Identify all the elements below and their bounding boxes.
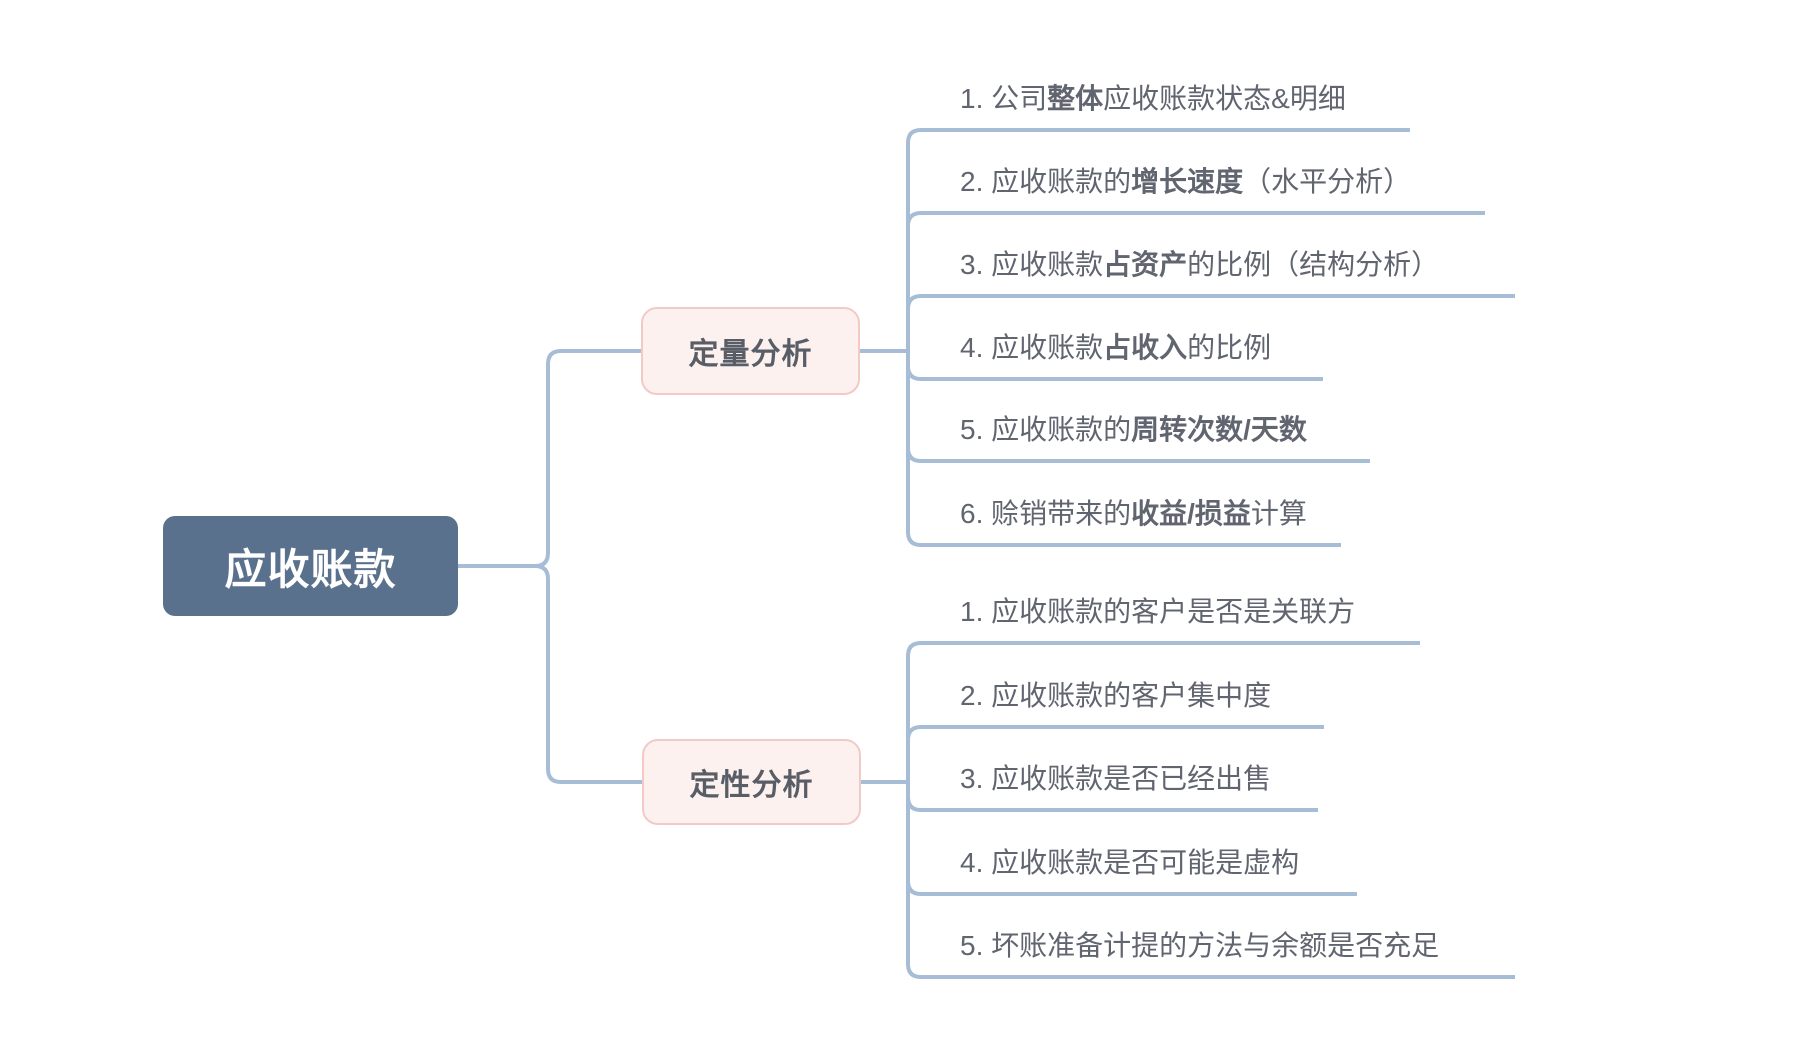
root-node-label: 应收账款 bbox=[224, 545, 397, 593]
leaf-text-bold: 增长速度 bbox=[1131, 166, 1244, 197]
leaf-underline-1-1 bbox=[906, 725, 1324, 741]
leaf-text: 的比例（结构分析） bbox=[1187, 249, 1440, 280]
leaf-text: 1. 应收账款的客户是否是关联方 bbox=[960, 596, 1356, 627]
leaf-item[interactable]: 1. 应收账款的客户是否是关联方 bbox=[960, 593, 1355, 631]
leaf-text: 5. 坏账准备计提的方法与余额是否充足 bbox=[960, 930, 1440, 961]
leaf-text: 计算 bbox=[1250, 498, 1307, 529]
leaf-underline-1-2 bbox=[906, 796, 1318, 812]
leaf-text: （水平分析） bbox=[1243, 166, 1412, 197]
leaf-underline-0-4 bbox=[906, 447, 1370, 463]
leaf-text-bold: 收益/损益 bbox=[1131, 498, 1251, 529]
leaf-item[interactable]: 2. 应收账款的客户集中度 bbox=[960, 677, 1271, 715]
leaf-text: 3. 应收账款 bbox=[960, 249, 1104, 280]
leaf-text: 1. 公司 bbox=[960, 83, 1048, 114]
leaf-text: 2. 应收账款的客户集中度 bbox=[960, 680, 1272, 711]
leaf-text: 6. 赊销带来的 bbox=[960, 498, 1132, 529]
leaf-underline-1-4 bbox=[906, 963, 1515, 979]
leaf-item[interactable]: 1. 公司整体应收账款状态&明细 bbox=[960, 80, 1346, 118]
leaf-text: 4. 应收账款是否可能是虚构 bbox=[960, 847, 1300, 878]
branch-node-label: 定性分析 bbox=[689, 769, 814, 802]
leaf-text-bold: 占资产 bbox=[1103, 249, 1188, 280]
leaf-underline-0-3 bbox=[906, 365, 1323, 381]
leaf-item[interactable]: 2. 应收账款的增长速度（水平分析） bbox=[960, 163, 1411, 201]
leaf-item[interactable]: 6. 赊销带来的收益/损益计算 bbox=[960, 495, 1307, 533]
leaf-item[interactable]: 4. 应收账款是否可能是虚构 bbox=[960, 844, 1299, 882]
leaf-underline-0-2 bbox=[906, 294, 1515, 310]
leaf-item[interactable]: 5. 应收账款的周转次数/天数 bbox=[960, 411, 1307, 449]
leaf-text: 4. 应收账款 bbox=[960, 332, 1104, 363]
branch-node-label: 定量分析 bbox=[688, 338, 813, 371]
leaf-underline-0-1 bbox=[906, 211, 1485, 227]
branch-node-qualitative[interactable]: 定性分析 bbox=[642, 739, 861, 825]
leaf-item[interactable]: 3. 应收账款占资产的比例（结构分析） bbox=[960, 246, 1439, 284]
leaf-text-bold: 整体 bbox=[1047, 83, 1104, 114]
leaf-underline-0-5 bbox=[906, 531, 1341, 547]
leaf-text: 的比例 bbox=[1187, 332, 1272, 363]
connector-root-branch1 bbox=[458, 349, 641, 568]
leaf-item[interactable]: 4. 应收账款占收入的比例 bbox=[960, 329, 1271, 367]
leaf-item[interactable]: 3. 应收账款是否已经出售 bbox=[960, 760, 1271, 798]
leaf-underline-0-0 bbox=[906, 128, 1410, 144]
leaf-underline-1-3 bbox=[906, 880, 1357, 896]
leaf-underline-1-0 bbox=[906, 641, 1420, 657]
leaf-text: 应收账款状态&明细 bbox=[1103, 83, 1346, 114]
connector-root-branch2 bbox=[458, 564, 642, 784]
leaf-text: 3. 应收账款是否已经出售 bbox=[960, 763, 1272, 794]
branch-node-quantitative[interactable]: 定量分析 bbox=[641, 307, 860, 395]
leaf-text-bold: 占收入 bbox=[1103, 332, 1188, 363]
root-node-accounts-receivable[interactable]: 应收账款 bbox=[163, 516, 458, 616]
leaf-item[interactable]: 5. 坏账准备计提的方法与余额是否充足 bbox=[960, 927, 1439, 965]
leaf-text: 5. 应收账款的 bbox=[960, 414, 1132, 445]
leaf-text: 2. 应收账款的 bbox=[960, 166, 1132, 197]
leaf-text-bold: 周转次数/天数 bbox=[1131, 414, 1307, 445]
